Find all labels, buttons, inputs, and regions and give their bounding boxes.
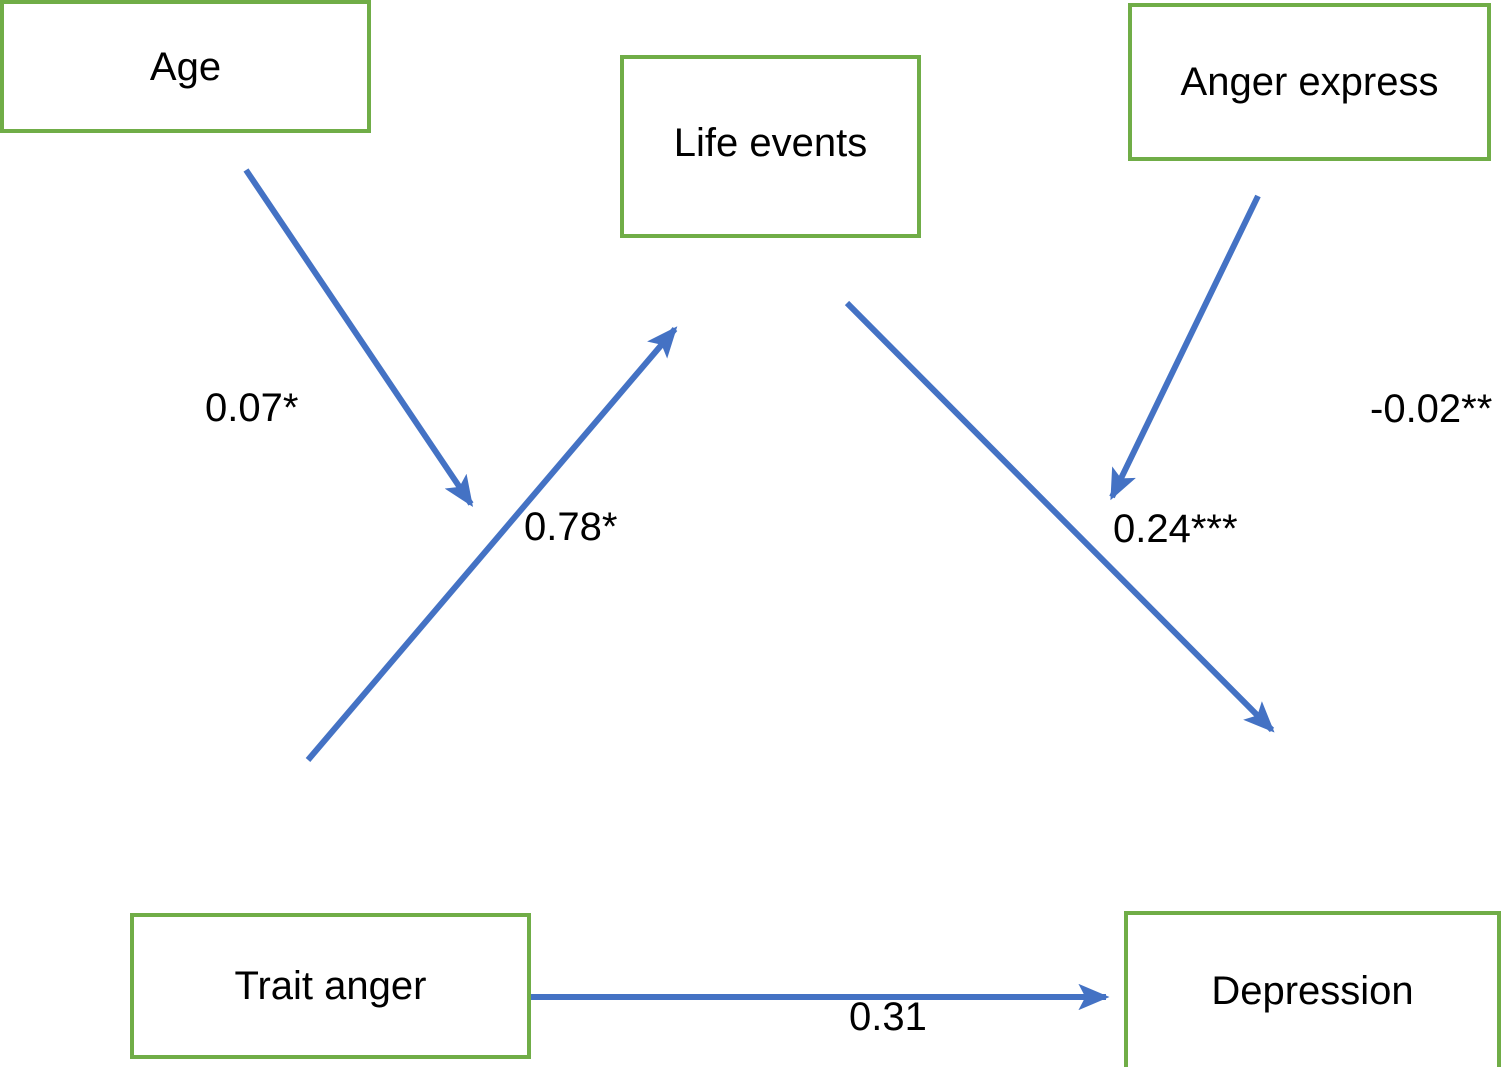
node-life-events[interactable]: Life events [620,55,921,238]
node-depression[interactable]: Depression [1124,911,1501,1067]
edge-label-age-to-life-events: 0.07* [205,386,299,430]
node-anger-express[interactable]: Anger express [1128,3,1491,161]
edge-trait-anger-to-life-events [305,326,678,762]
node-depression-label: Depression [1211,969,1414,1013]
edge-label-trait-anger-to-depression: 0.31 [849,995,927,1039]
node-life-events-label: Life events [673,120,868,165]
edge-age-to-life-events [243,168,474,507]
edge-anger-express-to-depression [1109,194,1261,501]
edge-label-life-events-to-depression: 0.24*** [1113,507,1238,551]
node-age-label: Age [149,44,222,89]
node-age[interactable]: Age [0,0,371,133]
node-anger-express-label: Anger express [1180,60,1439,104]
node-trait-anger-label: Trait anger [234,964,427,1008]
edge-label-anger-express-to-depression: -0.02** [1370,387,1493,431]
edge-label-trait-anger-to-life-events: 0.78* [524,505,618,549]
node-trait-anger[interactable]: Trait anger [130,913,531,1059]
